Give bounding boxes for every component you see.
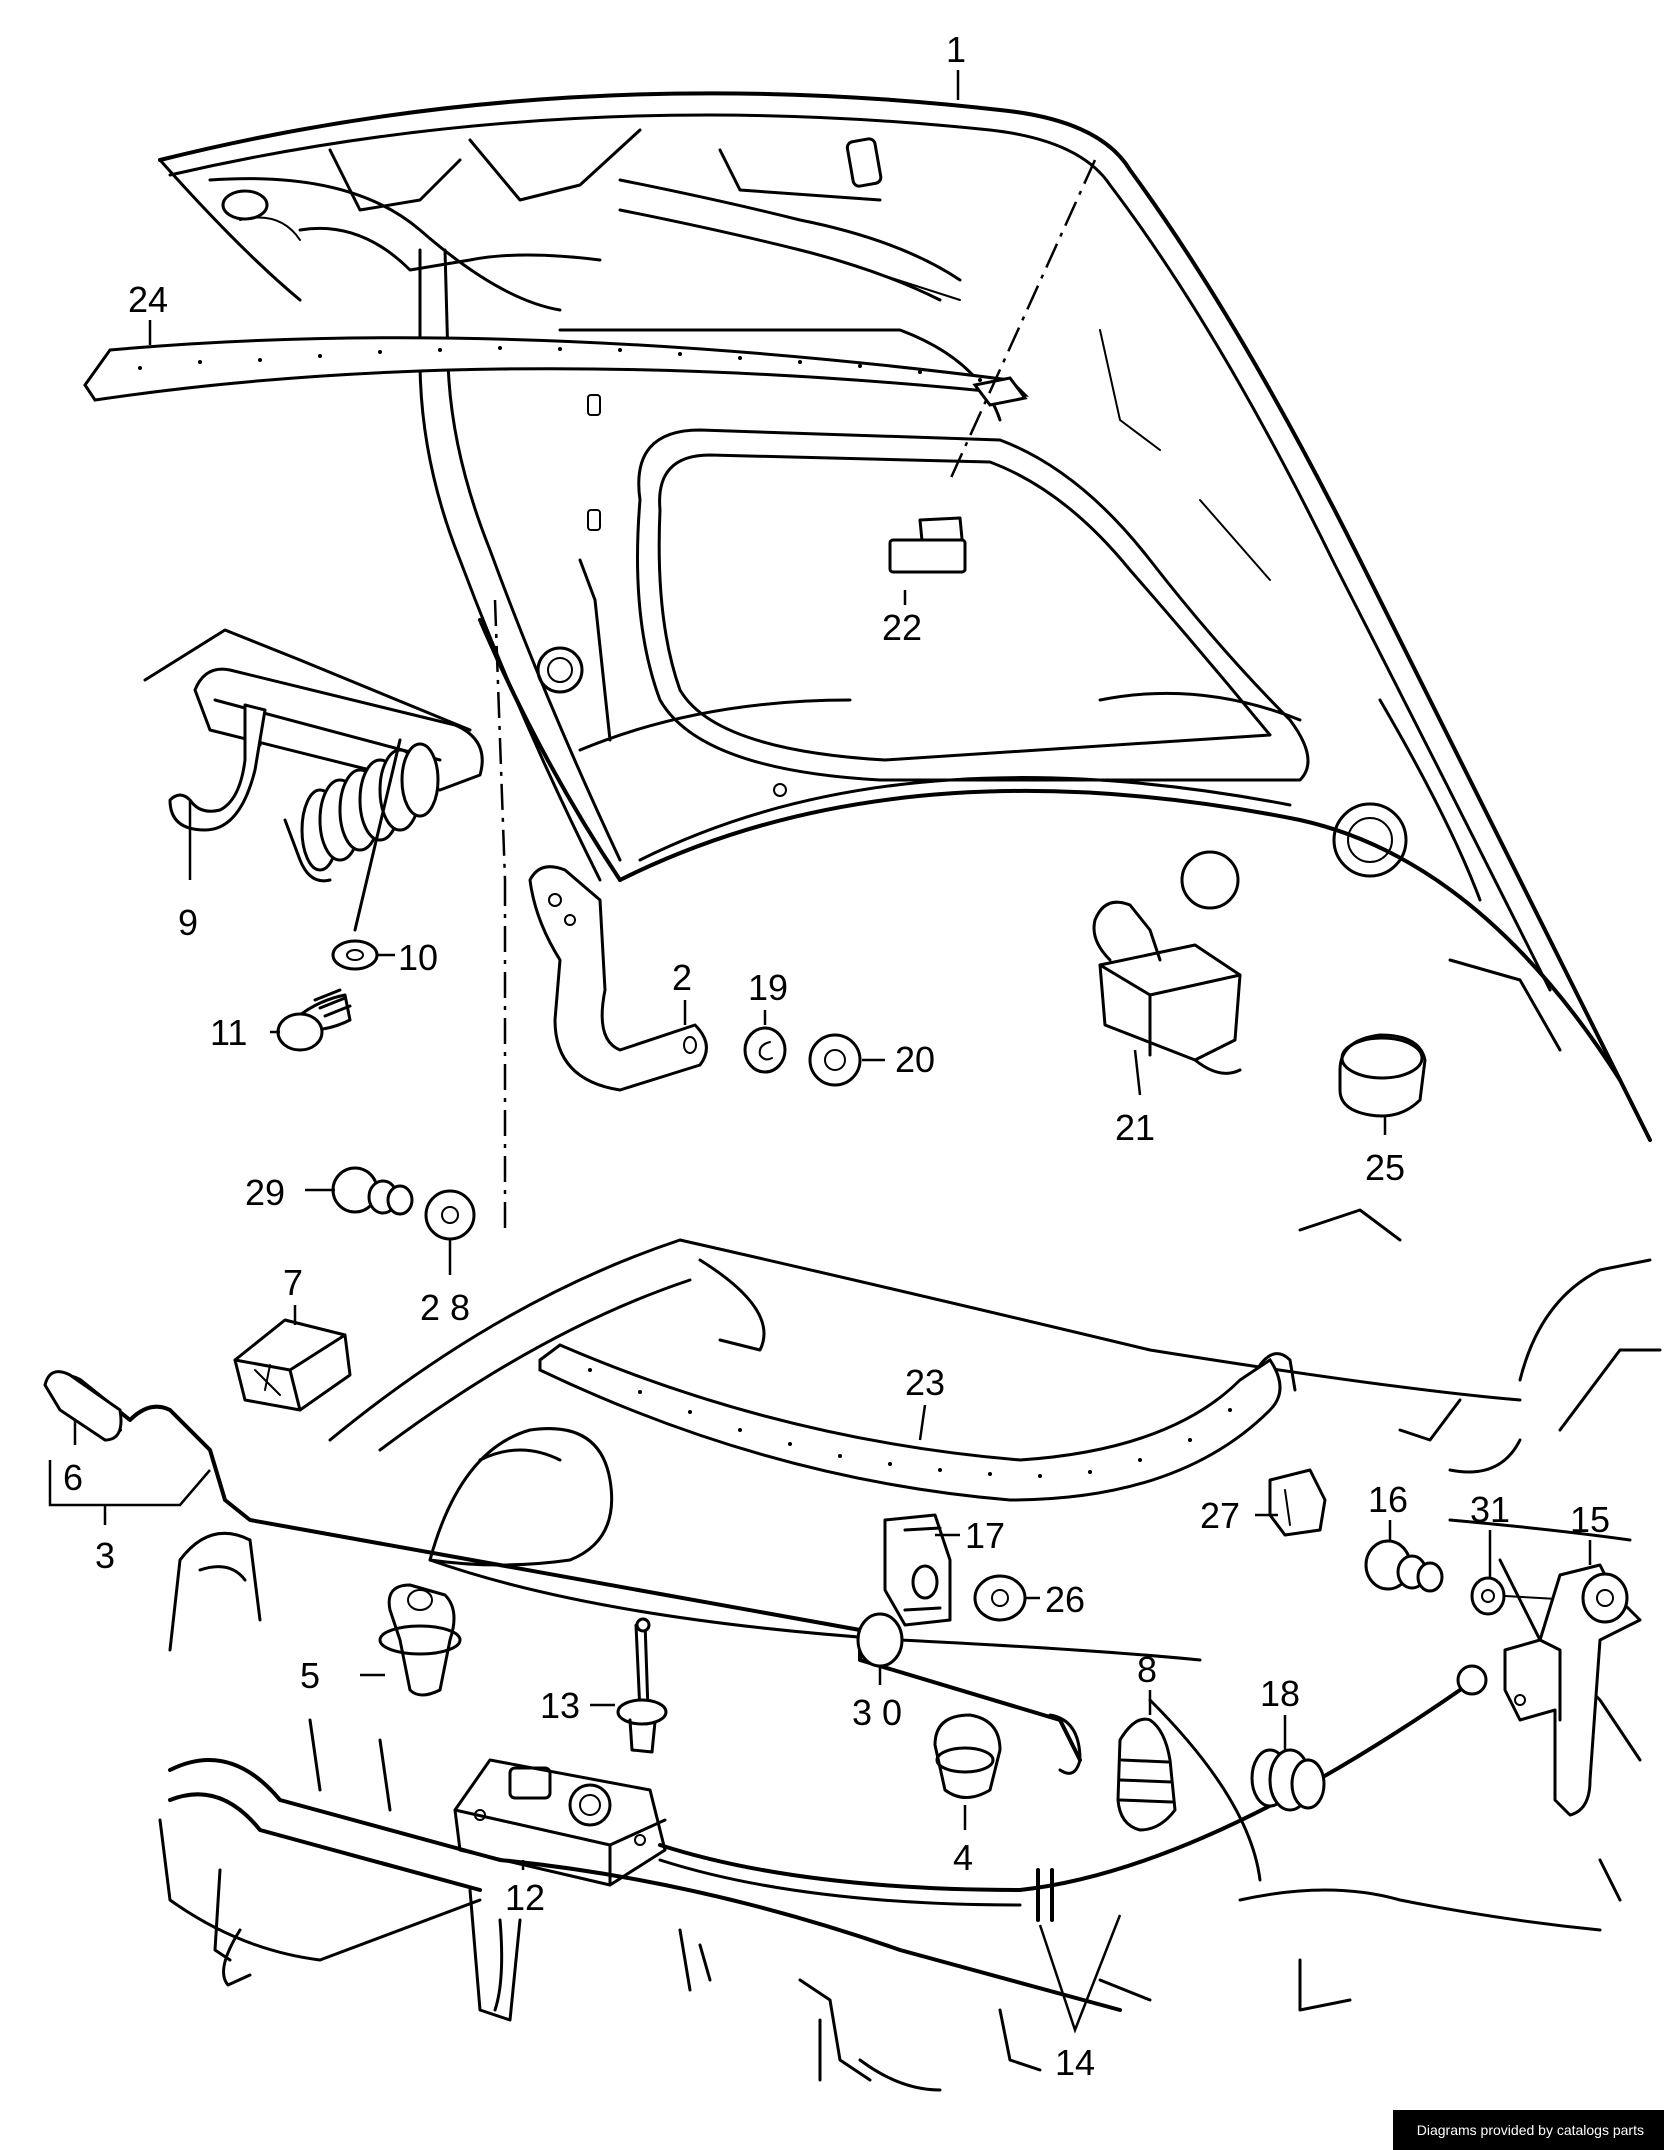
callout-26: 26 bbox=[1045, 1579, 1085, 1620]
washer-19 bbox=[743, 1026, 787, 1074]
nut-20 bbox=[808, 1033, 862, 1087]
bolt-16 bbox=[1364, 1539, 1444, 1593]
callout-23: 23 bbox=[905, 1362, 945, 1403]
part-7-clip bbox=[233, 1318, 352, 1412]
callout-3: 3 bbox=[95, 1535, 115, 1576]
callout-15: 15 bbox=[1570, 1499, 1610, 1540]
part-27-clip bbox=[1268, 1468, 1327, 1537]
seal-strip-23 bbox=[538, 1343, 1297, 1502]
grommet-18 bbox=[1250, 1748, 1326, 1812]
lock-bracket-15 bbox=[1503, 1563, 1642, 1817]
callout-31: 31 bbox=[1470, 1489, 1510, 1530]
callout-21: 21 bbox=[1115, 1107, 1155, 1148]
callout-12: 12 bbox=[505, 1877, 545, 1918]
callout-1: 1 bbox=[946, 29, 966, 70]
part-22-stop bbox=[888, 516, 967, 574]
callout-9: 9 bbox=[178, 902, 198, 943]
callout-30: 3 0 bbox=[852, 1692, 902, 1733]
callout-13: 13 bbox=[540, 1685, 580, 1726]
grommet-4 bbox=[933, 1713, 1002, 1799]
callout-10: 10 bbox=[398, 937, 438, 978]
callout-11: 11 bbox=[210, 1012, 247, 1053]
callout-20: 20 bbox=[895, 1039, 935, 1080]
callout-labels: 1 24 22 9 10 11 2 19 20 21 25 29 2 8 7 6… bbox=[63, 29, 1610, 2083]
washer-31 bbox=[1470, 1576, 1506, 1616]
callout-8: 8 bbox=[1137, 1649, 1157, 1690]
crossmember bbox=[158, 1531, 1152, 2092]
pin-13 bbox=[616, 1617, 668, 1754]
callout-16: 16 bbox=[1368, 1479, 1408, 1520]
callout-5: 5 bbox=[300, 1655, 320, 1696]
callout-4: 4 bbox=[953, 1837, 973, 1878]
leader-lines bbox=[48, 70, 1592, 2034]
hood-panel bbox=[158, 91, 1652, 1142]
callout-29: 29 bbox=[245, 1172, 285, 1213]
credit-text: Diagrams provided by catalogs parts bbox=[1416, 2122, 1644, 2138]
washer-26 bbox=[973, 1574, 1027, 1622]
callout-17: 17 bbox=[965, 1515, 1005, 1556]
part-17-bracket bbox=[883, 1513, 952, 1627]
part-21-latch bbox=[1092, 900, 1242, 1075]
release-cable bbox=[658, 1664, 1488, 1922]
callout-18: 18 bbox=[1260, 1673, 1300, 1714]
callout-7: 7 bbox=[283, 1262, 303, 1303]
spring-coil bbox=[300, 742, 440, 872]
callout-25: 25 bbox=[1365, 1147, 1405, 1188]
callout-22: 22 bbox=[882, 607, 922, 648]
part-5-clip bbox=[378, 1583, 462, 1697]
diagram-credit-banner: Diagrams provided by catalogs parts bbox=[1392, 2110, 1664, 2150]
hinge-assembly bbox=[143, 628, 484, 1052]
bolt-29 bbox=[331, 1166, 414, 1216]
callout-6: 6 bbox=[63, 1457, 83, 1498]
bump-stop-8 bbox=[1116, 1717, 1177, 1832]
release-rod bbox=[43, 1370, 1082, 1775]
callout-19: 19 bbox=[748, 967, 788, 1008]
callout-24: 24 bbox=[128, 279, 168, 320]
callout-27: 27 bbox=[1200, 1495, 1240, 1536]
hood-seal-strip bbox=[83, 336, 1030, 407]
washer-28 bbox=[424, 1189, 476, 1241]
callout-14: 14 bbox=[1055, 2042, 1095, 2083]
part-25-buffer bbox=[1338, 1033, 1427, 1118]
hood-prop-hook bbox=[528, 865, 708, 1092]
callout-2: 2 bbox=[672, 957, 692, 998]
callout-28: 2 8 bbox=[420, 1287, 470, 1328]
